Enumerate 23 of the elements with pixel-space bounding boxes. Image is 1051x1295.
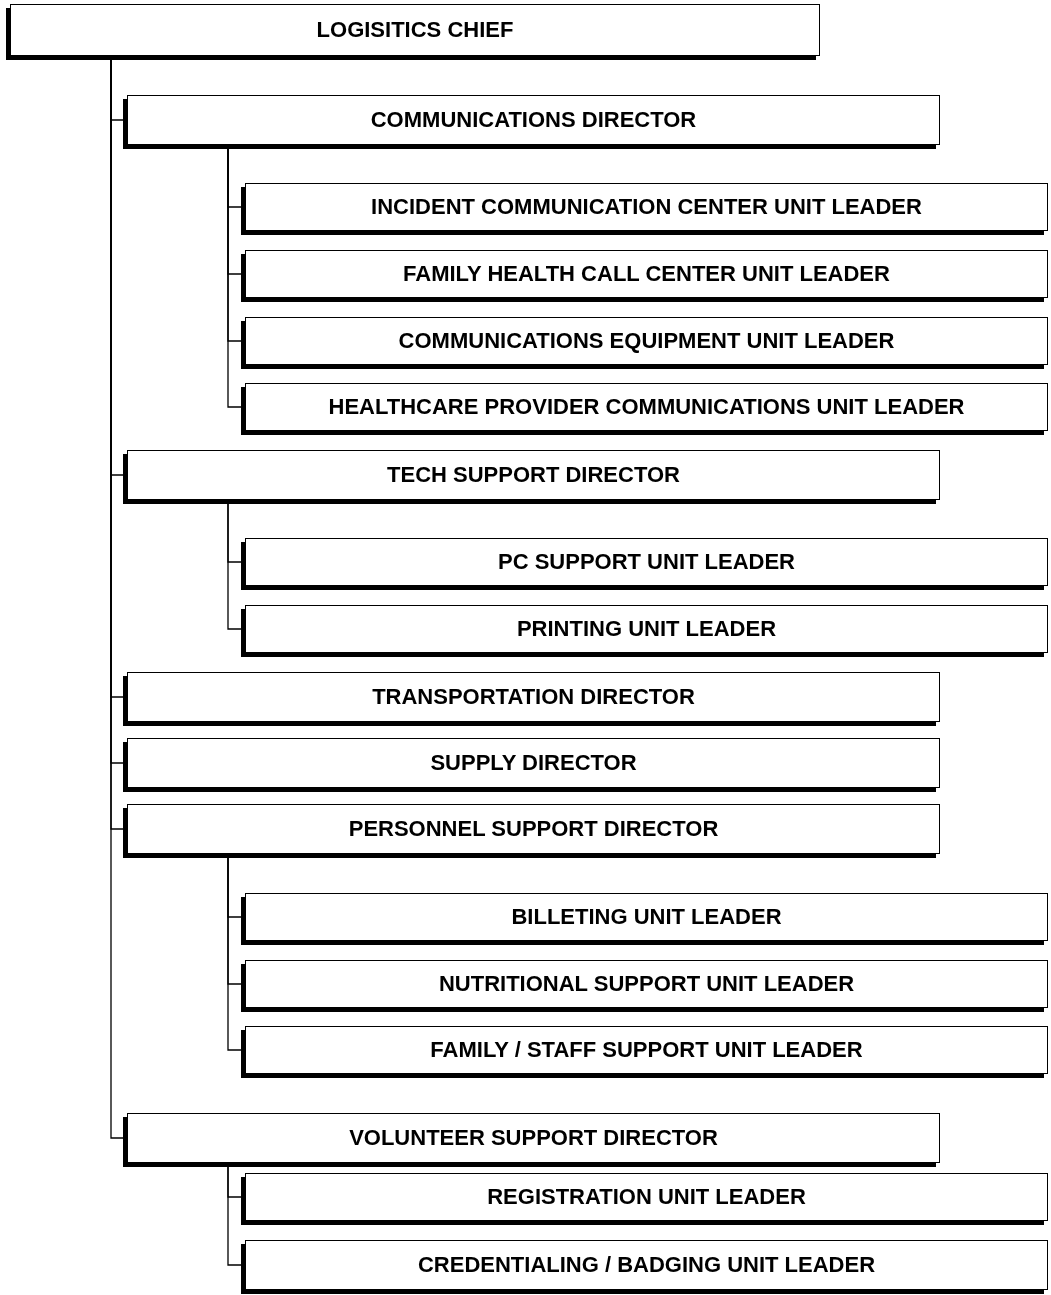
position-title: TRANSPORTATION DIRECTOR [372,684,695,710]
connector-line [227,503,242,630]
position-title: REGISTRATION UNIT LEADER [487,1184,806,1210]
position-title: NUTRITIONAL SUPPORT UNIT LEADER [438,971,855,997]
position-title: VOLUNTEER SUPPORT DIRECTOR [349,1125,718,1151]
position-title: LOGISITICS CHIEF [316,17,514,43]
position-title: FAMILY / STAFF SUPPORT UNIT LEADER [430,1037,863,1063]
position-title: BILLETING UNIT LEADER [511,904,782,930]
position-title: FAMILY HEALTH CALL CENTER UNIT LEADER [403,261,890,287]
position-title: PRINTING UNIT LEADER [516,616,777,642]
connector-line [227,857,242,1051]
position-title: PC SUPPORT UNIT LEADER [498,549,795,575]
position-title: HEALTHCARE PROVIDER COMMUNICATIONS UNIT LEADER [328,394,965,420]
connector-line [227,1166,242,1266]
position-title: COMMUNICATIONS EQUIPMENT UNIT LEADER [398,328,895,354]
position-title: PERSONNEL SUPPORT DIRECTOR [348,816,719,842]
position-title: COMMUNICATIONS DIRECTOR [370,107,697,133]
position-title: TECH SUPPORT DIRECTOR [387,462,680,488]
connector-line [110,59,124,1139]
position-title: SUPPLY DIRECTOR [430,750,637,776]
position-title: CREDENTIALING / BADGING UNIT LEADER [417,1252,876,1278]
position-title: INCIDENT COMMUNICATION CENTER UNIT LEADER [371,194,922,220]
connector-line [227,148,242,408]
